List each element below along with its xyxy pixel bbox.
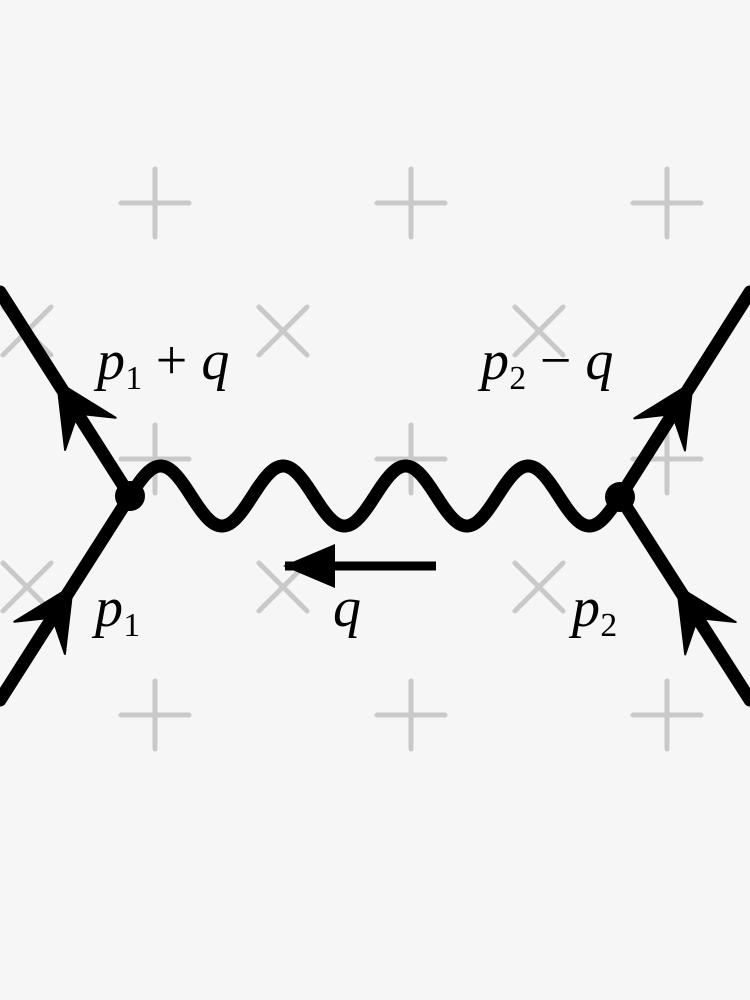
label-p1q-operator: + — [155, 330, 188, 392]
watermark-x-icon — [256, 304, 310, 358]
label-p2q-sub: 2 — [509, 360, 527, 398]
vertex-layer — [115, 481, 635, 512]
momentum-transfer-arrow — [283, 544, 436, 588]
outgoing-right-fermion — [613, 285, 750, 504]
label-p1-base: p — [95, 577, 123, 639]
label-p2-sub: 2 — [600, 607, 618, 645]
label-p2q-operand: q — [585, 330, 614, 392]
watermark-plus-icon — [118, 678, 192, 752]
left-vertex — [115, 481, 145, 511]
label-p2q-operator: − — [539, 330, 572, 392]
right-vertex — [605, 482, 635, 512]
momentum-arrow-head — [283, 544, 335, 588]
label-p1q-base: p — [97, 330, 125, 392]
watermark-layer — [0, 166, 704, 752]
label-p2-base: p — [572, 577, 600, 639]
incoming-right-fermion-arrowhead — [676, 585, 737, 656]
incoming-left-fermion — [0, 489, 137, 707]
watermark-plus-icon — [630, 166, 704, 240]
label-q-base: q — [333, 577, 361, 639]
watermark-plus-icon — [118, 422, 192, 496]
watermark-x-icon — [512, 560, 566, 614]
momentum-transfer-arrow — [283, 544, 436, 588]
fermion-line-layer — [0, 285, 750, 707]
incoming-left-fermion-arrowhead — [13, 584, 74, 655]
label-p2: p2 — [572, 577, 617, 642]
label-p1-plus-q: p1 + q — [97, 330, 230, 395]
outgoing-right-fermion-arrowhead — [633, 381, 694, 452]
label-p1q-operand: q — [201, 330, 230, 392]
label-p1q-sub: 1 — [125, 360, 143, 398]
watermark-plus-icon — [374, 422, 448, 496]
label-p1-sub: 1 — [123, 607, 141, 645]
label-q: q — [333, 580, 361, 636]
watermark-plus-icon — [630, 678, 704, 752]
incoming-right-fermion — [613, 490, 750, 707]
photon-propagator-wave — [123, 459, 627, 533]
watermark-plus-icon — [118, 166, 192, 240]
watermark-plus-icon — [374, 166, 448, 240]
watermark-plus-icon — [374, 678, 448, 752]
label-p2q-base: p — [481, 330, 509, 392]
outgoing-left-fermion — [0, 285, 137, 503]
watermark-x-icon — [512, 304, 566, 358]
outgoing-left-fermion-arrowhead — [56, 380, 117, 451]
label-p1: p1 — [95, 577, 140, 642]
label-p2-minus-q: p2 − q — [481, 330, 614, 395]
